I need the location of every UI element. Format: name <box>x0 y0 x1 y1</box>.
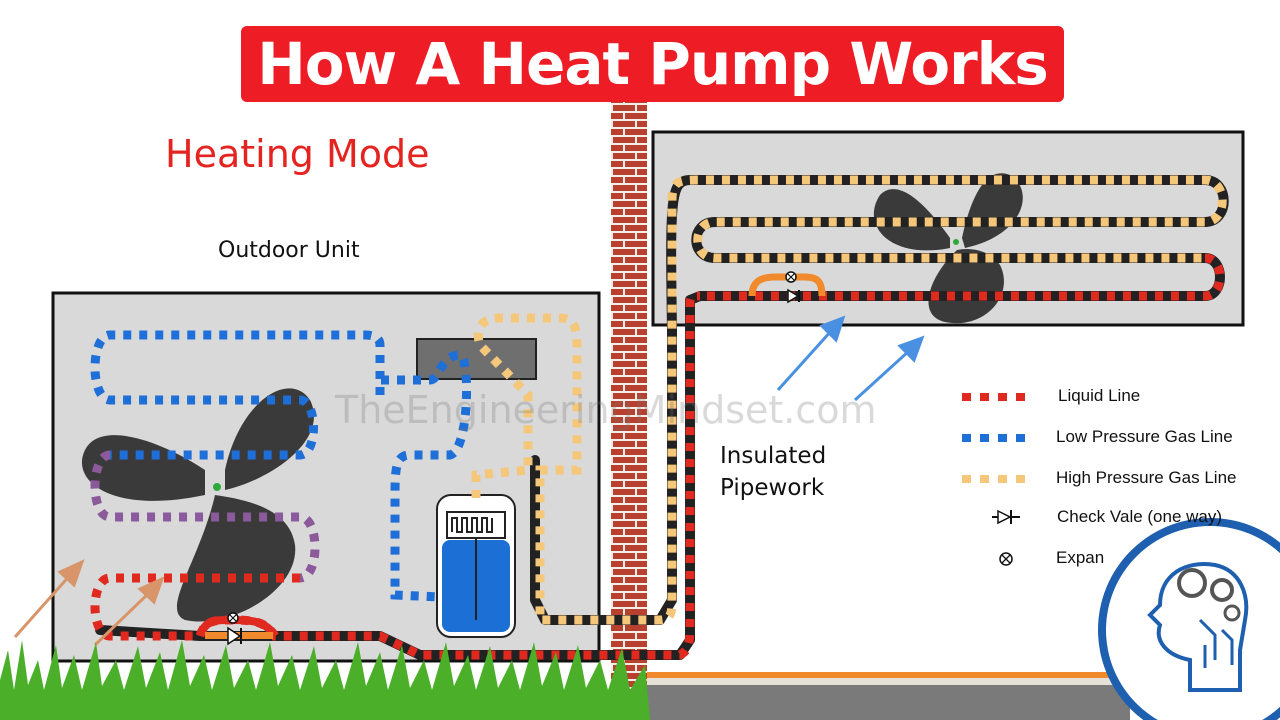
grass <box>0 640 650 720</box>
insulated-pipework-label: Insulated Pipework <box>720 440 826 504</box>
legend-low-pressure-gas-line: Low Pressure Gas Line <box>1056 427 1233 446</box>
indoor-airflow-arrows <box>776 315 925 402</box>
outdoor-unit-label: Outdoor Unit <box>218 238 360 263</box>
insulated-line-1: Insulated <box>720 443 827 469</box>
ground-edge <box>640 672 1130 678</box>
transition-coil <box>90 450 320 583</box>
discharge-line <box>471 175 1227 625</box>
reversing-valve <box>416 338 537 380</box>
legend-liquid-line: Liquid Line <box>1058 386 1141 405</box>
outdoor-expansion-valve-icon <box>227 612 239 624</box>
indoor-expansion-valve-icon <box>785 271 797 283</box>
outdoor-intake-arrows <box>13 559 165 647</box>
low-pressure-gas-coil <box>90 330 385 460</box>
outdoor-fan-icon <box>81 388 314 622</box>
legend-check-valve-icon <box>992 509 1020 525</box>
legend-high-pressure-gas-line: High Pressure Gas Line <box>1056 468 1237 487</box>
indoor-check-valve-icon <box>787 288 800 304</box>
compressor <box>436 494 516 638</box>
suction-line <box>375 350 472 602</box>
mode-label: Heating Mode <box>165 132 430 176</box>
page-title: How A Heat Pump Works <box>257 30 1049 98</box>
engineering-mind-logo-icon <box>1098 518 1280 720</box>
outdoor-check-valve-icon <box>227 626 242 646</box>
outdoor-liquid-coil <box>90 291 701 660</box>
indoor-liquid-coil <box>700 253 1225 301</box>
ground-dark <box>640 685 1130 720</box>
watermark: TheEngineeringMindset.com <box>335 388 877 432</box>
legend-expansion-valve-icon <box>999 552 1013 566</box>
legend-check-valve: Check Vale (one way) <box>1057 507 1223 526</box>
title-banner: How A Heat Pump Works <box>241 26 1064 102</box>
legend-expansion-valve: Expansi <box>1056 548 1104 567</box>
insulated-line-2: Pipework <box>720 475 825 501</box>
